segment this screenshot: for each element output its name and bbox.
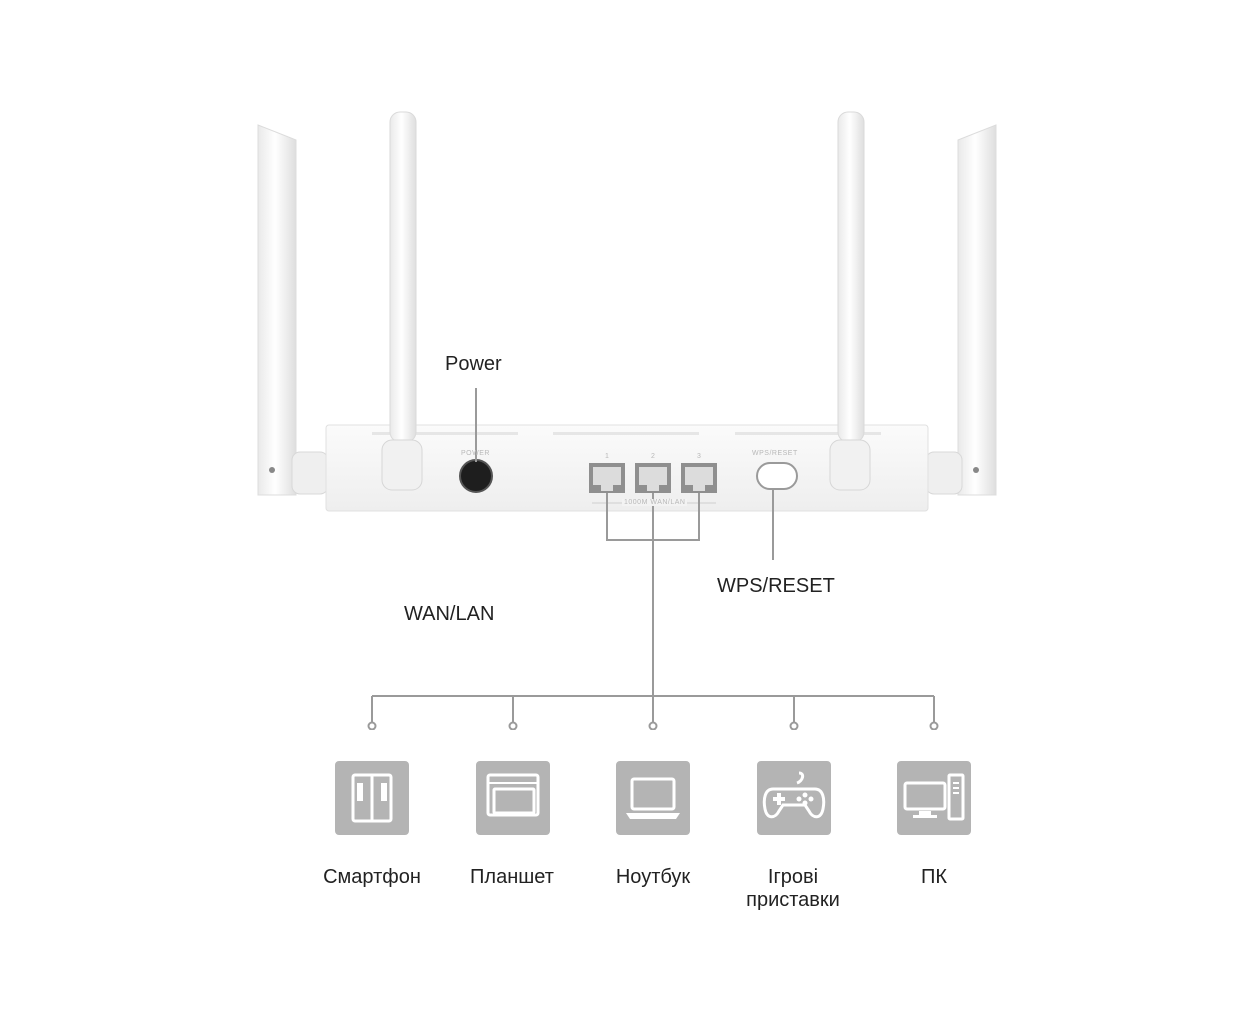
ports-tag: 1000M WAN/LAN: [622, 499, 688, 506]
gamepad-icon: [762, 771, 826, 819]
antenna-far-right: [925, 124, 997, 496]
device-tile-pc: [897, 761, 971, 835]
port-number-2: 2: [651, 453, 656, 460]
device-label-smartphone: Смартфон: [323, 866, 421, 888]
antenna-far-left: [257, 124, 329, 496]
smartphone-icon: [351, 773, 393, 823]
device-tile-smartphone: [335, 761, 409, 835]
wps-reset-tag: WPS/RESET: [752, 450, 798, 457]
tablet-icon: [486, 773, 540, 817]
device-tile-tablet: [476, 761, 550, 835]
ethernet-port-3: [681, 463, 717, 493]
power-port: [459, 459, 493, 493]
pc-icon: [903, 773, 965, 821]
wps-reset-button: [756, 462, 798, 490]
ethernet-port-2: [635, 463, 671, 493]
device-label-game-console: Ігрові приставки: [746, 866, 840, 911]
device-tile-gamepad: [757, 761, 831, 835]
port-number-3: 3: [697, 453, 702, 460]
power-port-tag: POWER: [461, 450, 490, 457]
laptop-icon: [626, 777, 680, 819]
ethernet-port-1: [589, 463, 625, 493]
device-label-laptop: Ноутбук: [615, 866, 691, 888]
power-label: Power: [445, 353, 502, 375]
device-label-tablet: Планшет: [470, 866, 554, 888]
router-illustration: [257, 111, 997, 560]
wps-reset-label: WPS/RESET: [717, 575, 835, 597]
device-label-pc: ПК: [920, 866, 948, 888]
antenna-right: [829, 111, 871, 491]
antenna-left: [381, 111, 423, 491]
port-number-1: 1: [605, 453, 610, 460]
wan-lan-label: WAN/LAN: [404, 603, 495, 625]
device-tile-laptop: [616, 761, 690, 835]
connection-tree: [367, 540, 939, 730]
